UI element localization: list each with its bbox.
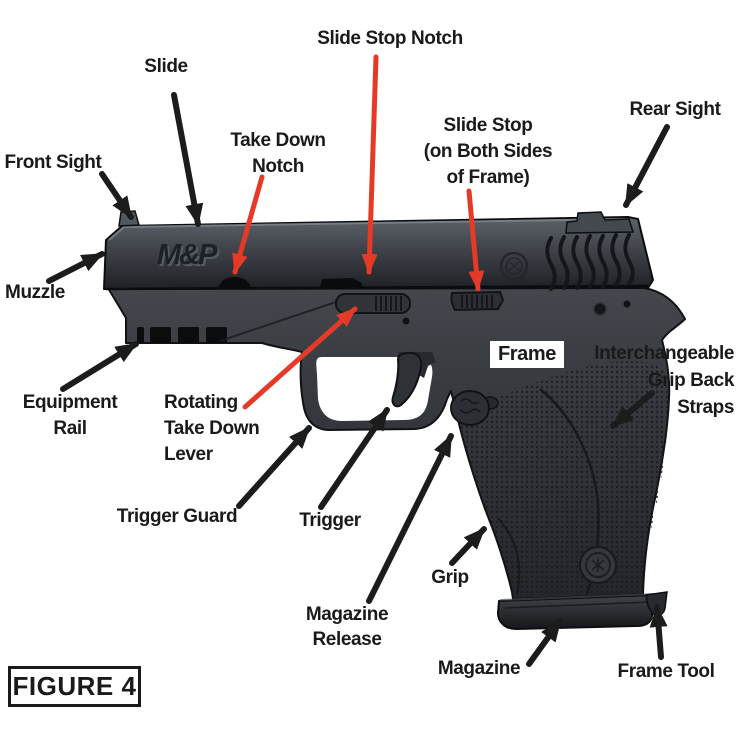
callout-arrows: [46, 54, 670, 667]
front-sight-arrow: [99, 171, 134, 220]
magazine-plate-lip: [499, 593, 655, 601]
label-slide: Slide: [144, 56, 188, 77]
grip-arrow: [449, 526, 487, 566]
equipment-rail-slots: [137, 327, 227, 343]
label-magazine-release: Magazine Release: [305, 604, 389, 650]
label-rear-sight: Rear Sight: [629, 99, 721, 120]
label-grip: Grip: [431, 567, 469, 588]
label-magazine: Magazine: [437, 658, 521, 679]
slide-frame-seam: [105, 284, 649, 291]
grip-medallion: [579, 546, 617, 584]
grip-seam: [497, 517, 521, 596]
slide-mp-logo-emboss: M&P: [159, 241, 220, 273]
trigger-group: [391, 351, 436, 408]
take-down-notch-arrow: [232, 174, 265, 275]
label-slide-stop: Slide Stop (on Both Sides of Frame): [423, 115, 553, 188]
label-slide-stop-notch: Slide Stop Notch: [317, 28, 463, 49]
trigger-shape: [391, 351, 423, 408]
slide-roundel: [499, 251, 529, 281]
slide-stop-notch-arrow: [361, 54, 379, 275]
slide-group: M&P M&P: [103, 210, 654, 291]
rear-sight-arrow: [623, 124, 670, 208]
slide-arrow: [171, 92, 204, 227]
frame-pin-large: [593, 302, 607, 316]
label-front-sight: Front Sight: [4, 152, 102, 173]
frame-tool-arrow: [649, 604, 668, 660]
take-down-notch-shape: [218, 277, 251, 288]
magazine-release-button: [450, 390, 499, 426]
magazine-arrow: [526, 618, 563, 667]
label-trigger: Trigger: [299, 510, 361, 531]
magazine-release-arrow: [366, 433, 454, 604]
rear-sight-shape: [565, 211, 635, 234]
figure-caption: FIGURE 4: [8, 666, 141, 707]
slide-serrations: [545, 233, 635, 291]
equipment-rail-arrow: [60, 341, 139, 392]
grip-back-straps-arrow: [610, 390, 655, 429]
frame-sculpt-line: [219, 298, 346, 342]
trigger-guard-arrow: [236, 425, 312, 509]
label-interchangeable-grip-back-straps: Interchangeable Grip Back Straps: [594, 343, 734, 418]
muzzle-arrow: [46, 251, 105, 284]
rotating-take-down-lever-arrow: [242, 306, 358, 410]
slide-stop-notch-shape: [320, 278, 362, 288]
trigger-arrow: [318, 407, 390, 510]
label-frame-tool: Frame Tool: [617, 661, 715, 682]
slide-mp-logo-text: M&P: [157, 239, 218, 271]
label-trigger-guard: Trigger Guard: [116, 506, 238, 527]
label-rotating-take-down-lever: Rotating Take Down Lever: [164, 392, 260, 465]
slide-mp-logo: M&P M&P: [157, 239, 222, 273]
label-equipment-rail: Equipment Rail: [22, 392, 118, 439]
slide-top-highlight: [108, 218, 627, 241]
label-take-down-notch: Take Down Notch: [230, 130, 326, 177]
slide-stop-lever-shape: [450, 290, 505, 312]
frame-pin-small: [623, 300, 631, 308]
rotating-take-down-lever-shape: [335, 293, 411, 314]
slide-stop-arrow: [466, 188, 485, 292]
trigger-pin: [402, 317, 410, 325]
magazine-plate-step: [504, 601, 651, 609]
label-frame-badge: Frame: [490, 341, 564, 368]
label-muzzle: Muzzle: [5, 282, 65, 303]
